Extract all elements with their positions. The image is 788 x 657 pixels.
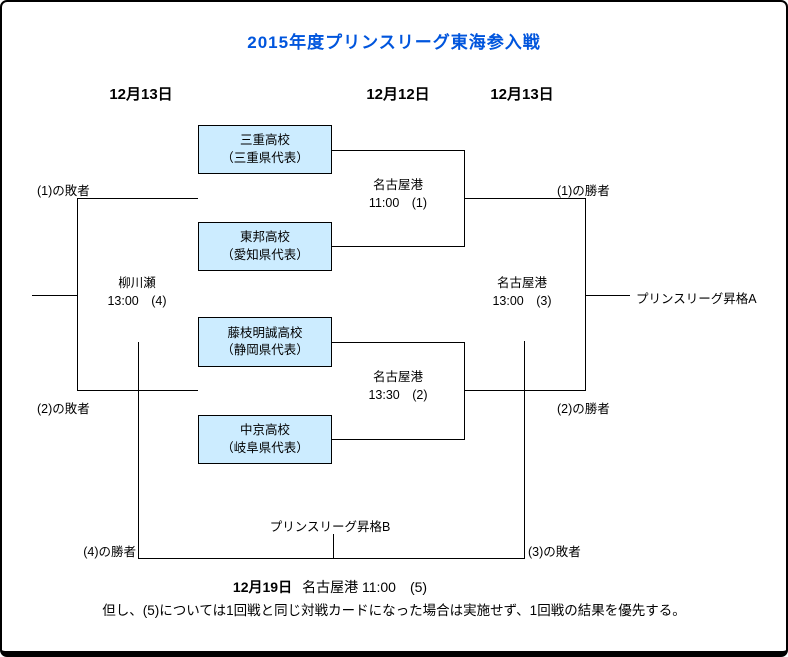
team-prefecture: （三重県代表）: [221, 150, 309, 165]
match2-info: 名古屋港 13:30 (2): [342, 368, 454, 404]
connector-team2-out: [332, 246, 464, 247]
final-match-details: 名古屋港 11:00 (5): [302, 579, 428, 595]
team-prefecture: （静岡県代表）: [221, 343, 309, 357]
final-match-info: 12月19日名古屋港 11:00 (5): [130, 577, 530, 597]
match4-info: 柳川瀬 13:00 (4): [81, 274, 193, 310]
label-match2-loser: (2)の敗者: [37, 402, 90, 416]
connector-match1-winner-line: [464, 198, 585, 199]
connector-team1-out: [332, 150, 464, 151]
label-match3-loser: (3)の敗者: [528, 545, 581, 559]
label-promotion-a: プリンスリーグ昇格A: [636, 292, 757, 306]
team-prefecture: （愛知県代表）: [221, 247, 309, 262]
connector-match4-winner-line: [32, 295, 77, 296]
final-match-note: 但し、(5)については1回戦と同じ対戦カードになった場合は実施せず、1回戦の結果…: [102, 603, 686, 618]
match3-info: 名古屋港 13:00 (3): [466, 274, 578, 310]
label-match1-loser: (1)の敗者: [37, 184, 90, 198]
match1-time: 11:00 (1): [368, 196, 428, 210]
final-match-date: 12月19日: [232, 579, 293, 595]
connector-match3-winner-line: [585, 295, 630, 296]
connector-team4-out: [332, 439, 464, 440]
match4-venue: 柳川瀬: [118, 276, 156, 290]
team-box-fujieda-meisei: 藤枝明誠高校 （静岡県代表）: [198, 317, 332, 367]
connector-match3-vertical: [585, 198, 586, 391]
match1-venue: 名古屋港: [372, 178, 423, 192]
team-name: 三重高校: [239, 133, 290, 147]
connector-team3-out: [332, 342, 464, 343]
tournament-title: 2015年度プリンスリーグ東海参入戦: [247, 33, 541, 52]
connector-match4-to-final: [138, 342, 139, 559]
connector-promotion-b-stub: [333, 534, 334, 558]
team-prefecture: （岐阜県代表）: [221, 440, 309, 455]
connector-match1-loser-line: [77, 198, 198, 199]
date-header-middle: 12月12日: [366, 86, 430, 103]
team-box-chukyo: 中京高校 （岐阜県代表）: [198, 415, 332, 464]
label-match1-winner: (1)の勝者: [557, 184, 610, 198]
label-promotion-b: プリンスリーグ昇格B: [269, 520, 391, 534]
date-header-left: 12月13日: [109, 86, 173, 103]
label-match4-winner: (4)の勝者: [83, 545, 136, 559]
connector-match3-to-final: [524, 341, 525, 559]
connector-final-horizontal: [138, 558, 525, 559]
team-box-mie: 三重高校 （三重県代表）: [198, 125, 332, 174]
connector-match4-vertical: [77, 198, 78, 391]
match3-time: 13:00 (3): [492, 294, 552, 308]
date-header-right: 12月13日: [490, 86, 554, 103]
match2-venue: 名古屋港: [372, 370, 423, 384]
connector-match2-loser-line: [77, 390, 198, 391]
match4-time: 13:00 (4): [107, 294, 167, 308]
team-name: 藤枝明誠高校: [227, 325, 303, 340]
match2-time: 13:30 (2): [368, 388, 428, 402]
label-match2-winner: (2)の勝者: [557, 402, 610, 416]
match3-venue: 名古屋港: [496, 276, 547, 290]
match1-info: 名古屋港 11:00 (1): [342, 176, 454, 212]
team-name: 中京高校: [239, 423, 290, 437]
team-box-toho: 東邦高校 （愛知県代表）: [198, 222, 332, 271]
connector-match2-vertical: [464, 342, 465, 440]
team-name: 東邦高校: [239, 230, 290, 244]
